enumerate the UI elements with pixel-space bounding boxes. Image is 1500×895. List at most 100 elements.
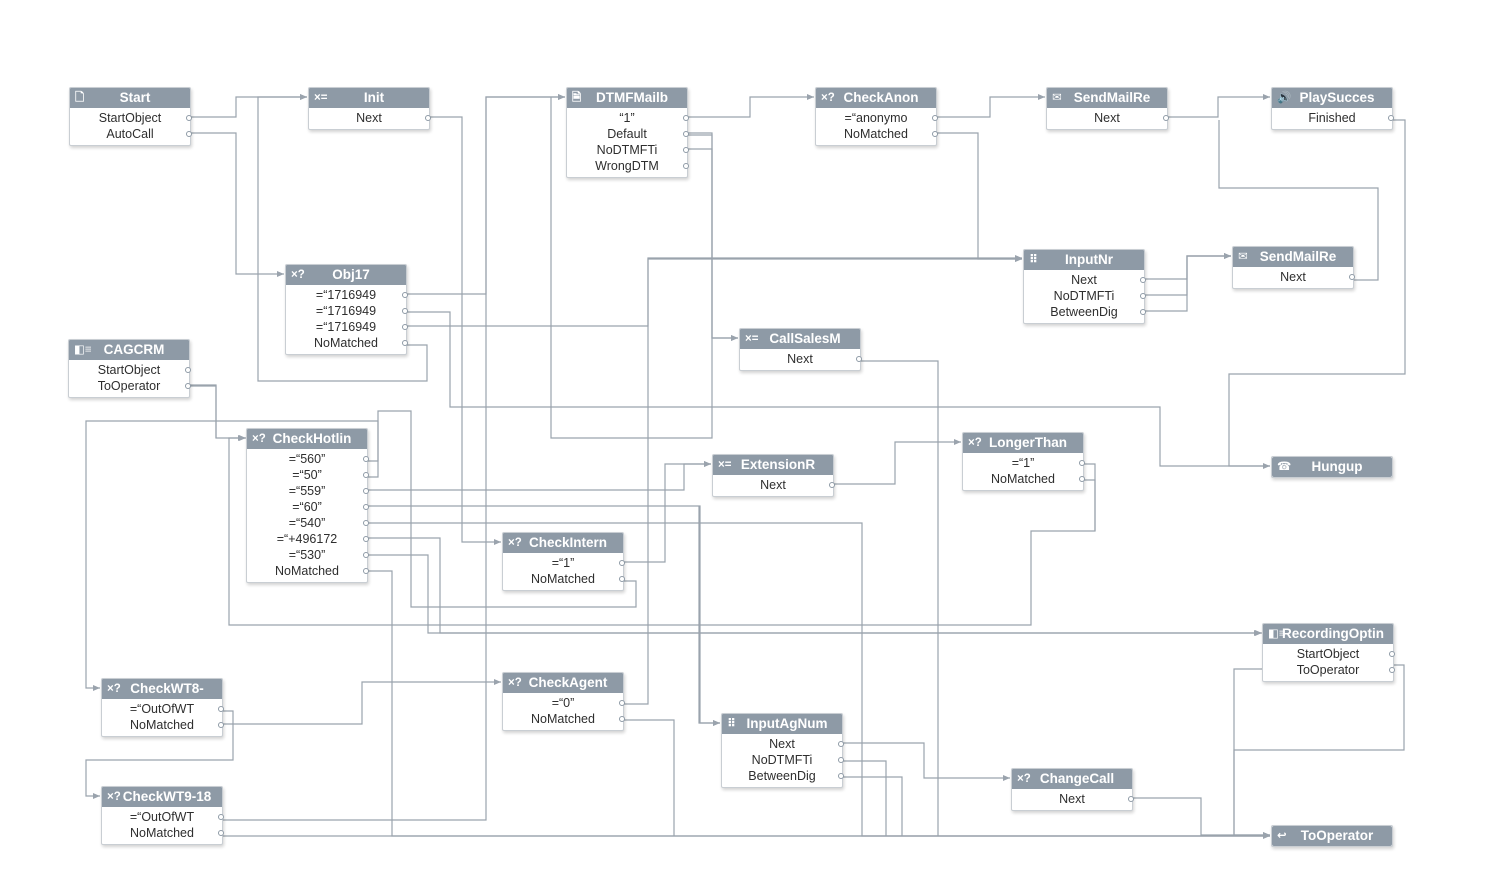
output-port[interactable] (1389, 651, 1395, 657)
output-port[interactable] (218, 830, 224, 836)
output-port[interactable] (1140, 293, 1146, 299)
output-port[interactable] (683, 115, 689, 121)
node-header[interactable]: ↩ToOperator (1272, 826, 1392, 846)
node-header[interactable]: ✉SendMailRe (1047, 88, 1167, 108)
node-header[interactable]: ⠿InputAgNum (722, 714, 842, 734)
output-port[interactable] (856, 356, 862, 362)
node-header[interactable]: ×?CheckWT9-18 (102, 787, 222, 807)
node-title: CallSalesM (769, 331, 841, 346)
output-port[interactable] (838, 773, 844, 779)
node-checkhotlin[interactable]: ×?CheckHotlin=“560”=“50”=“559”=“60”=“540… (246, 428, 369, 583)
node-outputs: Finished (1272, 108, 1392, 129)
node-header[interactable]: 🔊PlaySucces (1272, 88, 1392, 108)
output-port[interactable] (683, 131, 689, 137)
output-port[interactable] (185, 367, 191, 373)
output-port[interactable] (683, 147, 689, 153)
output-port[interactable] (1140, 309, 1146, 315)
output-port[interactable] (402, 292, 408, 298)
node-header[interactable]: ×?ChangeCall (1012, 769, 1132, 789)
output-port[interactable] (619, 560, 625, 566)
node-header[interactable]: ×?CheckWT8- (102, 679, 222, 699)
output-port[interactable] (185, 383, 191, 389)
output-port[interactable] (1128, 796, 1134, 802)
output-port[interactable] (425, 115, 431, 121)
output-port[interactable] (218, 722, 224, 728)
node-checkintern[interactable]: ×?CheckIntern=“1”NoMatched (502, 532, 625, 591)
node-header[interactable]: ⠿InputNr (1024, 250, 1144, 270)
output-port[interactable] (363, 568, 369, 574)
node-hungup[interactable]: ☎Hungup (1271, 456, 1393, 478)
node-header[interactable]: ×?CheckAgent (503, 673, 623, 693)
node-header[interactable]: ◧≡CAGCRM (69, 340, 189, 360)
output-label: NoMatched (275, 564, 339, 578)
output-port[interactable] (932, 131, 938, 137)
output-port[interactable] (1389, 667, 1395, 673)
output-port[interactable] (363, 472, 369, 478)
node-header[interactable]: ×=CallSalesM (740, 329, 860, 349)
node-header[interactable]: 🗎DTMFMailb (567, 88, 687, 108)
output-port[interactable] (619, 700, 625, 706)
output-port[interactable] (363, 552, 369, 558)
output-port[interactable] (1079, 476, 1085, 482)
node-longerthan[interactable]: ×?LongerThan=“1”NoMatched (962, 432, 1085, 491)
output-port[interactable] (683, 163, 689, 169)
output-port[interactable] (1388, 115, 1394, 121)
node-header[interactable]: ☎Hungup (1272, 457, 1392, 477)
output-port[interactable] (829, 482, 835, 488)
output-port[interactable] (363, 536, 369, 542)
node-header[interactable]: 🗋Start (70, 88, 190, 108)
node-checkagent[interactable]: ×?CheckAgent=“0”NoMatched (502, 672, 625, 731)
node-header[interactable]: ×?LongerThan (963, 433, 1083, 453)
node-header[interactable]: ×?Obj17 (286, 265, 406, 285)
output-port[interactable] (218, 706, 224, 712)
node-header[interactable]: ◧≡RecordingOptin (1263, 624, 1393, 644)
output-port[interactable] (402, 340, 408, 346)
output-port[interactable] (402, 308, 408, 314)
node-header[interactable]: ×=ExtensionR (713, 455, 833, 475)
node-tooperator[interactable]: ↩ToOperator (1271, 825, 1393, 847)
output-port[interactable] (932, 115, 938, 121)
output-port[interactable] (619, 716, 625, 722)
output-port[interactable] (1140, 277, 1146, 283)
output-label: =“anonymo (844, 111, 908, 125)
output-port[interactable] (363, 456, 369, 462)
output-port[interactable] (1079, 460, 1085, 466)
output-port[interactable] (838, 757, 844, 763)
output-port[interactable] (1349, 274, 1355, 280)
node-header[interactable]: ×?CheckIntern (503, 533, 623, 553)
output-port[interactable] (363, 488, 369, 494)
output-port[interactable] (186, 131, 192, 137)
output-port[interactable] (363, 520, 369, 526)
output-port[interactable] (363, 504, 369, 510)
output-port[interactable] (1163, 115, 1169, 121)
output-label: StartObject (1296, 647, 1360, 661)
output-port[interactable] (402, 324, 408, 330)
output-port[interactable] (186, 115, 192, 121)
output-port[interactable] (838, 741, 844, 747)
node-header[interactable]: ×=Init (309, 88, 429, 108)
output-label: WrongDTM (595, 159, 659, 173)
node-header[interactable]: ✉SendMailRe (1233, 247, 1353, 267)
output-port[interactable] (619, 576, 625, 582)
output-port[interactable] (218, 814, 224, 820)
node-header[interactable]: ×?CheckAnon (816, 88, 936, 108)
node-header[interactable]: ×?CheckHotlin (247, 429, 367, 449)
